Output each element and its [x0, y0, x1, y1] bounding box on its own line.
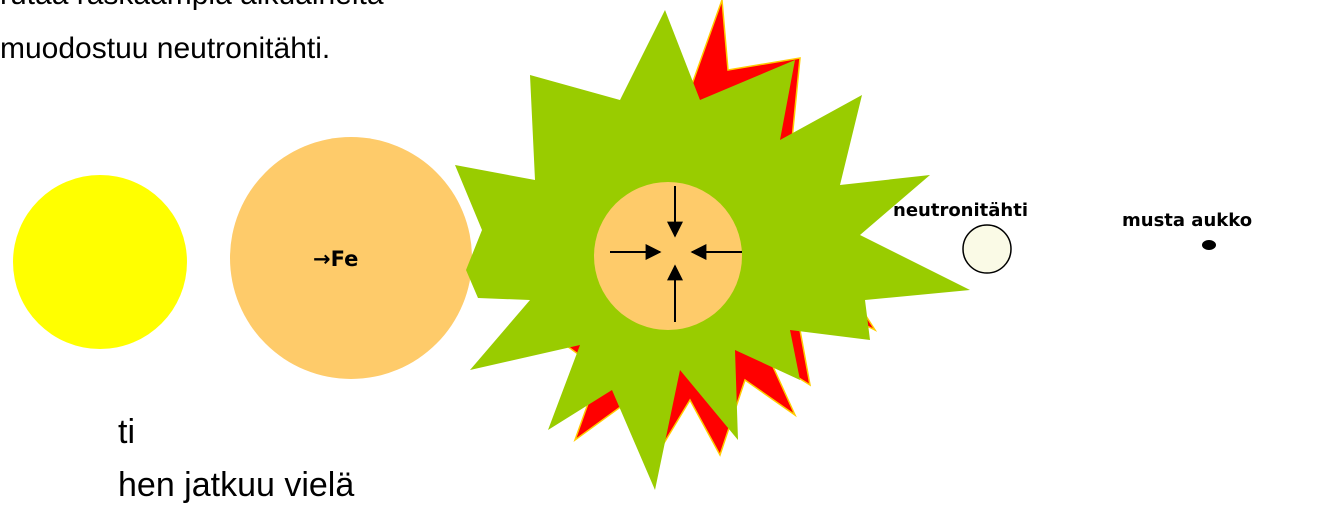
yellow-star	[13, 175, 187, 349]
iron-label: →Fe	[313, 247, 358, 271]
black-hole	[1202, 240, 1216, 250]
black-hole-label: musta aukko	[1122, 210, 1252, 231]
neutron-star	[963, 225, 1011, 273]
collapsing-core	[594, 182, 742, 330]
neutron-star-label: neutronitähti	[893, 200, 1028, 221]
